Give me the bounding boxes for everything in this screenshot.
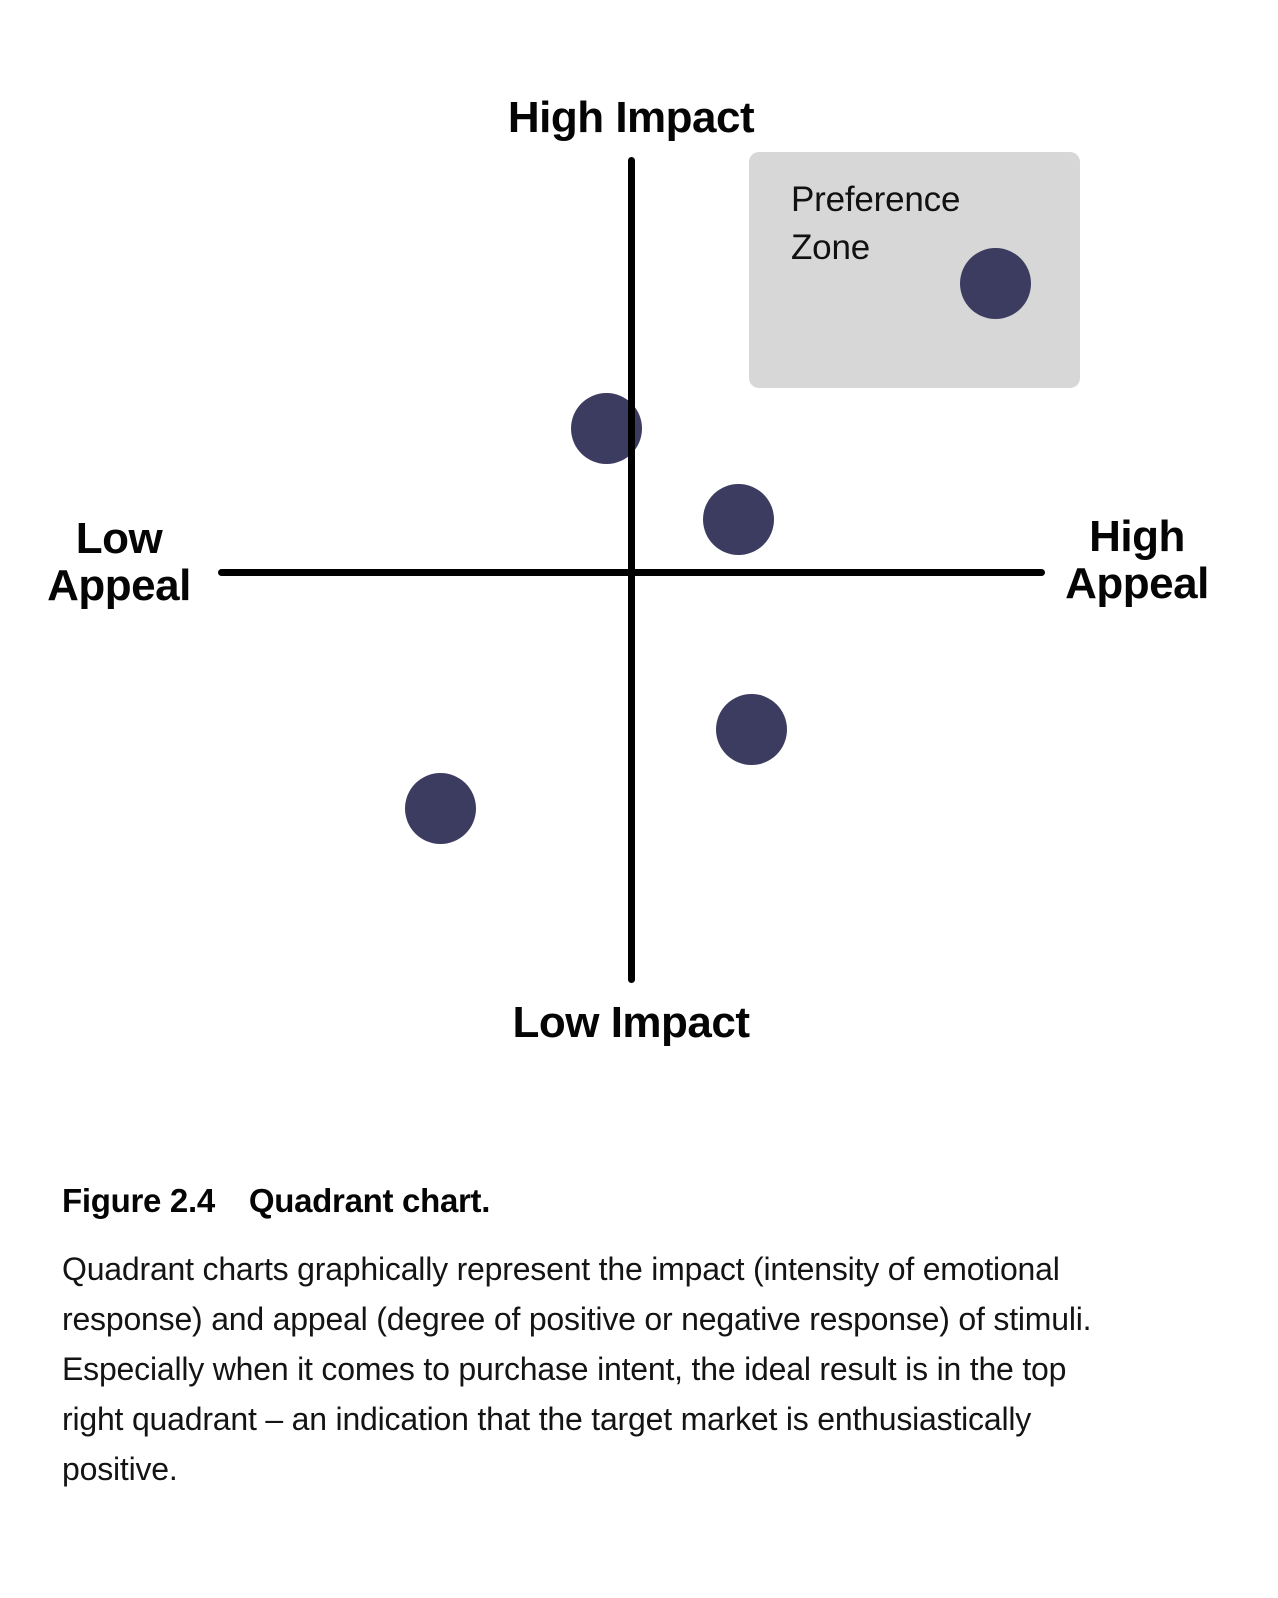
preference-zone-label-line2: Zone — [791, 228, 870, 267]
description-line: Especially when it comes to purchase int… — [62, 1351, 1067, 1387]
axis-label-high-impact: High Impact — [507, 93, 755, 142]
description-line: response) and appeal (degree of positive… — [62, 1301, 1092, 1337]
data-point — [405, 772, 477, 844]
axis-label-low-appeal-line1: Low — [75, 514, 163, 563]
data-point — [703, 483, 775, 555]
figure-number: Figure 2.4 — [62, 1182, 215, 1219]
axis-label-high-appeal: High Appeal — [1065, 513, 1209, 607]
figure-description: Quadrant charts graphically represent th… — [62, 1244, 1092, 1494]
preference-zone-box: Preference Zone — [749, 152, 1080, 388]
preference-zone-label-line1: Preference — [791, 180, 961, 219]
figure-title: Quadrant chart. — [248, 1182, 491, 1219]
horizontal-axis-line — [218, 569, 1045, 576]
axis-label-low-appeal-line2: Appeal — [47, 561, 191, 610]
axis-label-high-appeal-line2: Appeal — [1065, 559, 1209, 608]
data-point — [959, 248, 1031, 320]
description-line: Quadrant charts graphically represent th… — [62, 1251, 1060, 1287]
data-point — [715, 694, 787, 766]
quadrant-chart: High Impact Low Impact Low Appeal High A… — [47, 93, 1209, 1047]
axis-label-low-impact: Low Impact — [512, 998, 750, 1047]
figure-caption: Figure 2.4 Quadrant chart. — [62, 1181, 490, 1221]
axis-label-high-appeal-line1: High — [1089, 512, 1185, 561]
description-line: right quadrant – an indication that the … — [62, 1401, 1032, 1437]
preference-zone-label: Preference Zone — [749, 152, 1080, 272]
axis-label-low-appeal: Low Appeal — [47, 515, 191, 609]
description-line: positive. — [62, 1451, 178, 1487]
